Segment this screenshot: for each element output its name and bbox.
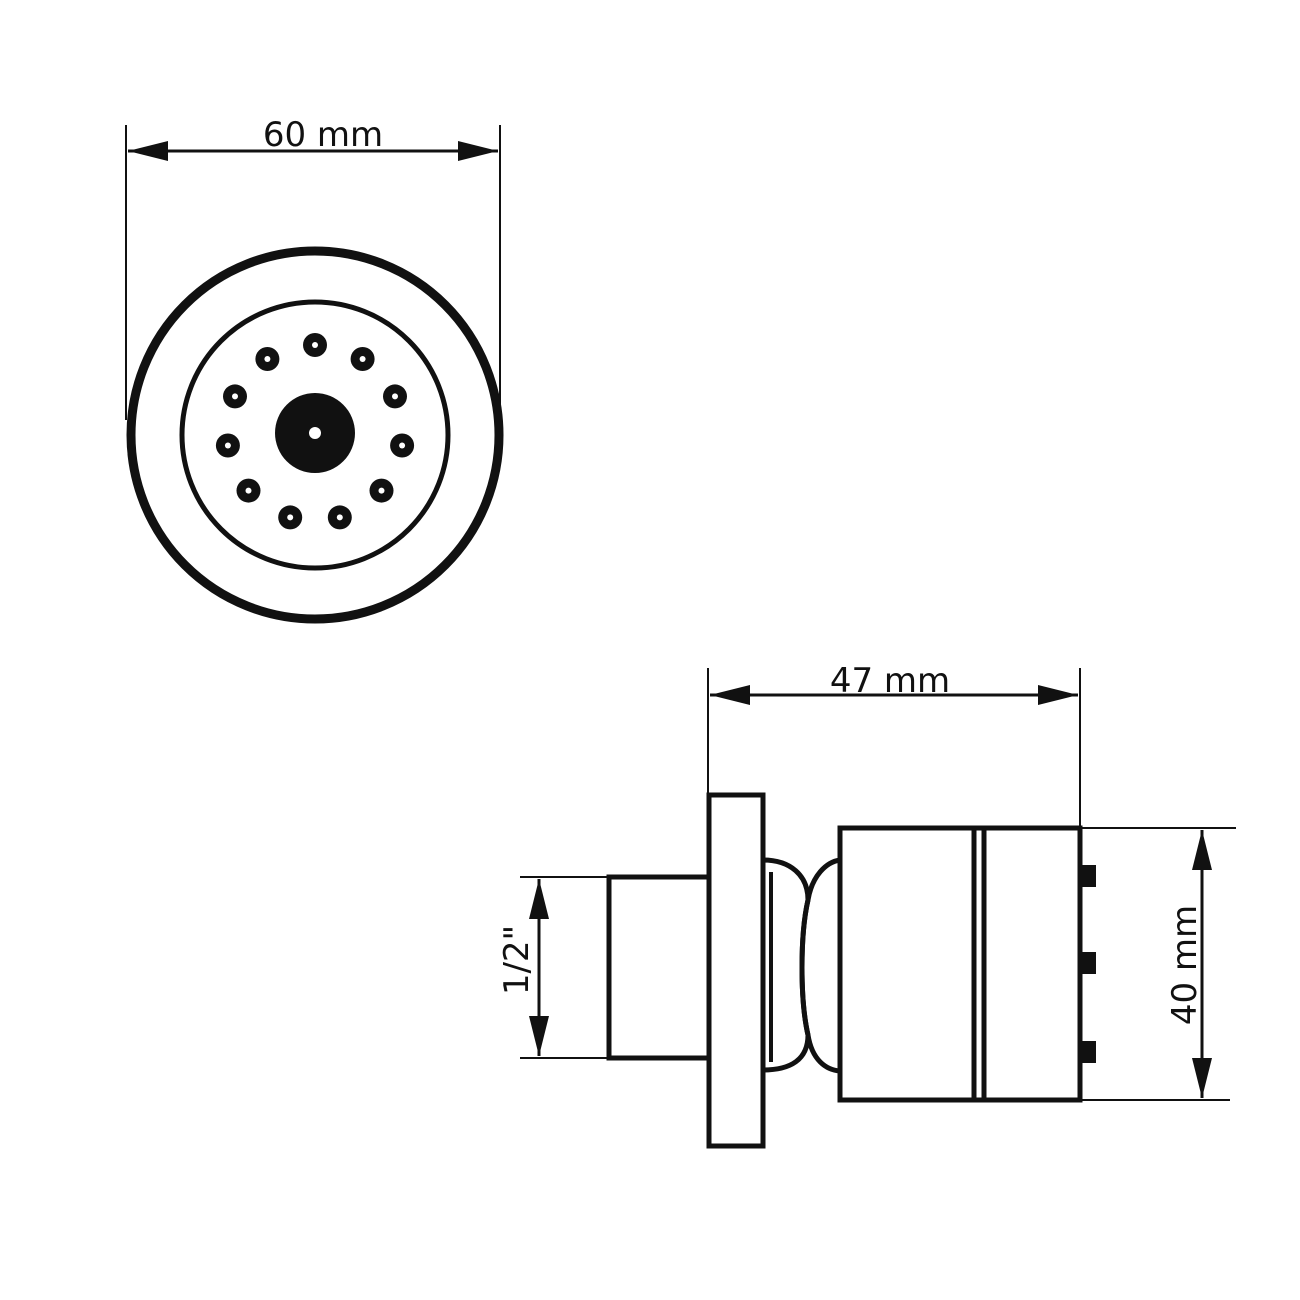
width-label: 60 mm [263, 115, 383, 155]
jet-bump [1080, 952, 1096, 974]
jet-bump [1080, 865, 1096, 887]
nozzle-body [837, 825, 1083, 1103]
spray-nozzle-hole [264, 356, 271, 362]
threaded-inlet [606, 874, 712, 1061]
spray-nozzle-hole [336, 514, 343, 521]
height-label: 40 mm [1165, 905, 1205, 1025]
inner-face [179, 299, 451, 571]
length-dimension: 47 mm [707, 661, 1081, 828]
height-dimension: 40 mm [1080, 827, 1236, 1101]
spray-nozzle-hole [245, 487, 252, 494]
spray-nozzle-hole [224, 442, 231, 449]
jet-bump [1080, 1041, 1096, 1063]
spray-nozzle-hole [378, 487, 385, 494]
width-dimension: 60 mm [125, 115, 501, 420]
spray-nozzle-hole [392, 393, 398, 400]
thread-label: 1/2" [497, 925, 537, 995]
center-nozzle-hole [309, 427, 321, 439]
length-label: 47 mm [830, 661, 950, 701]
front-view: 60 mm [125, 115, 504, 624]
thread-dimension: 1/2" [497, 876, 609, 1059]
flange-plate [706, 792, 766, 1149]
spray-nozzle-hole [359, 356, 366, 362]
spray-nozzle-hole [287, 514, 294, 521]
spray-nozzle-hole [312, 342, 318, 348]
nozzle-ring [215, 333, 415, 530]
outer-rim [126, 246, 504, 624]
spray-nozzle-hole [399, 442, 406, 449]
ball-socket [799, 857, 841, 1074]
side-view: 47 mm 40 mm 1/2" [497, 661, 1236, 1149]
spray-nozzle-hole [232, 393, 238, 400]
